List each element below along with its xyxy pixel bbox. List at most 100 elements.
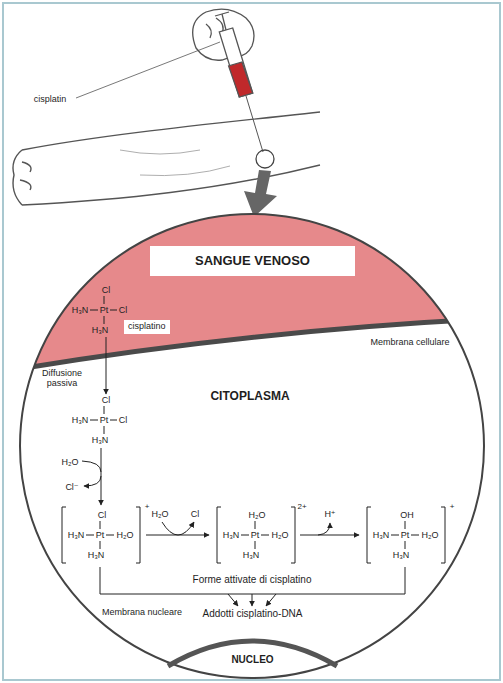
leader-line — [76, 42, 220, 98]
chem-atom: Pt — [96, 531, 105, 540]
chem-atom: H₃N — [92, 326, 109, 335]
chem-bond — [104, 296, 105, 304]
chem-atom: H₃N — [88, 551, 105, 560]
chem-atom: Cl — [102, 286, 111, 295]
chem-atom: Pt — [100, 416, 109, 425]
chem-bond — [255, 541, 256, 549]
arm-edge — [22, 165, 320, 205]
nucleus-label: NUCLEO — [160, 654, 345, 665]
syringe-fluid — [229, 62, 253, 97]
to-dna-arrow — [228, 594, 238, 606]
chloride-out — [84, 476, 101, 486]
reagent-label: H₂O — [152, 510, 169, 519]
reagent-label: H₂O — [62, 458, 79, 467]
exchange-hook — [162, 522, 194, 535]
chem-bond — [104, 426, 105, 434]
plunger — [222, 14, 226, 30]
chem-atom: Cl — [119, 306, 128, 315]
syringe-barrel — [219, 28, 252, 97]
region-label: CITOPLASMA — [210, 390, 289, 402]
cell-membrane — [0, 318, 503, 372]
chem-atom: H₃N — [92, 436, 109, 445]
charge-label: + — [145, 503, 150, 511]
complex-bracket — [217, 507, 221, 563]
process-label: Diffusione passiva — [37, 368, 87, 389]
fingers — [20, 162, 31, 190]
box-text: cisplatino — [128, 322, 166, 332]
syringe-hand — [193, 9, 263, 152]
reagent-label: H⁺ — [324, 510, 335, 519]
water-in — [82, 461, 101, 472]
vein — [120, 150, 230, 176]
to-dna-arrow — [252, 594, 253, 606]
complex-bracket — [441, 507, 445, 563]
chem-bond — [241, 535, 249, 536]
chem-atom: OH — [400, 511, 414, 520]
chem-bond — [405, 521, 406, 529]
to-dna-arrow — [266, 594, 276, 606]
chem-atom: H₃N — [223, 531, 240, 540]
plunger-cap — [215, 12, 229, 16]
chem-atom: H₂O — [272, 531, 289, 540]
fist — [13, 150, 22, 205]
chem-atom: Pt — [401, 531, 410, 540]
chem-atom: Cl — [102, 396, 111, 405]
chem-atom: H₃N — [68, 531, 85, 540]
chem-atom: Pt — [251, 531, 260, 540]
chem-atom: H₃N — [72, 416, 89, 425]
complex-bracket — [136, 507, 140, 563]
chem-atom: H₂O — [249, 511, 266, 520]
charge-label: + — [450, 503, 455, 511]
chem-bond — [255, 521, 256, 529]
zoom-marker — [256, 150, 274, 168]
chem-bond — [106, 535, 114, 536]
chem-bond — [90, 310, 98, 311]
nucleus-shape: Addotti cisplatino-DNA NUCLEO — [160, 608, 345, 674]
box-text: SANGUE VENOSO — [195, 254, 310, 268]
chem-bond — [100, 541, 101, 549]
chem-bond — [391, 535, 399, 536]
chem-atom: Cl — [119, 416, 128, 425]
chem-bond — [405, 541, 406, 549]
syringe-label: cisplatin — [34, 95, 67, 104]
chem-bond — [261, 535, 269, 536]
complex-bracket — [367, 507, 371, 563]
chem-bond — [411, 535, 419, 536]
chem-atom: H₃N — [373, 531, 390, 540]
pathway-lines — [82, 337, 405, 606]
membrane-label: Membrana nucleare — [102, 608, 182, 617]
grouping-bracket — [100, 567, 405, 594]
needle — [246, 96, 263, 152]
complex-bracket — [62, 507, 66, 563]
proton-out — [318, 523, 330, 535]
adduct-label: Addotti cisplatino-DNA — [200, 608, 304, 619]
chem-bond — [100, 521, 101, 529]
chem-atom: Pt — [100, 306, 109, 315]
reaction-arrow — [300, 535, 359, 536]
drug-label-box: cisplatino — [124, 320, 170, 334]
reagent-label: Cl⁻ — [65, 483, 78, 492]
chem-atom: H₃N — [72, 306, 89, 315]
diffusion-arrow — [106, 337, 107, 394]
zoom-arrow — [244, 170, 277, 217]
chem-atom: H₂O — [117, 531, 134, 540]
region-box: SANGUE VENOSO — [150, 246, 355, 276]
chem-bond — [104, 316, 105, 324]
chem-atom: Cl — [98, 511, 107, 520]
charge-label: 2+ — [297, 503, 306, 511]
chem-bond — [86, 535, 94, 536]
chem-atom: H₃N — [243, 551, 260, 560]
reagent-label: Cl — [191, 510, 200, 519]
chem-atom: H₂O — [422, 531, 439, 540]
chem-atom: H₃N — [393, 551, 410, 560]
chem-bond — [104, 406, 105, 414]
chem-bond — [110, 310, 117, 311]
cell-content — [0, 0, 503, 372]
complex-bracket — [291, 507, 295, 563]
arm-sketch — [13, 112, 320, 205]
arm-edge — [22, 112, 320, 150]
membrane-label: Membrana cellulare — [370, 338, 449, 347]
venous-blood — [0, 0, 503, 372]
chem-bond — [90, 420, 98, 421]
